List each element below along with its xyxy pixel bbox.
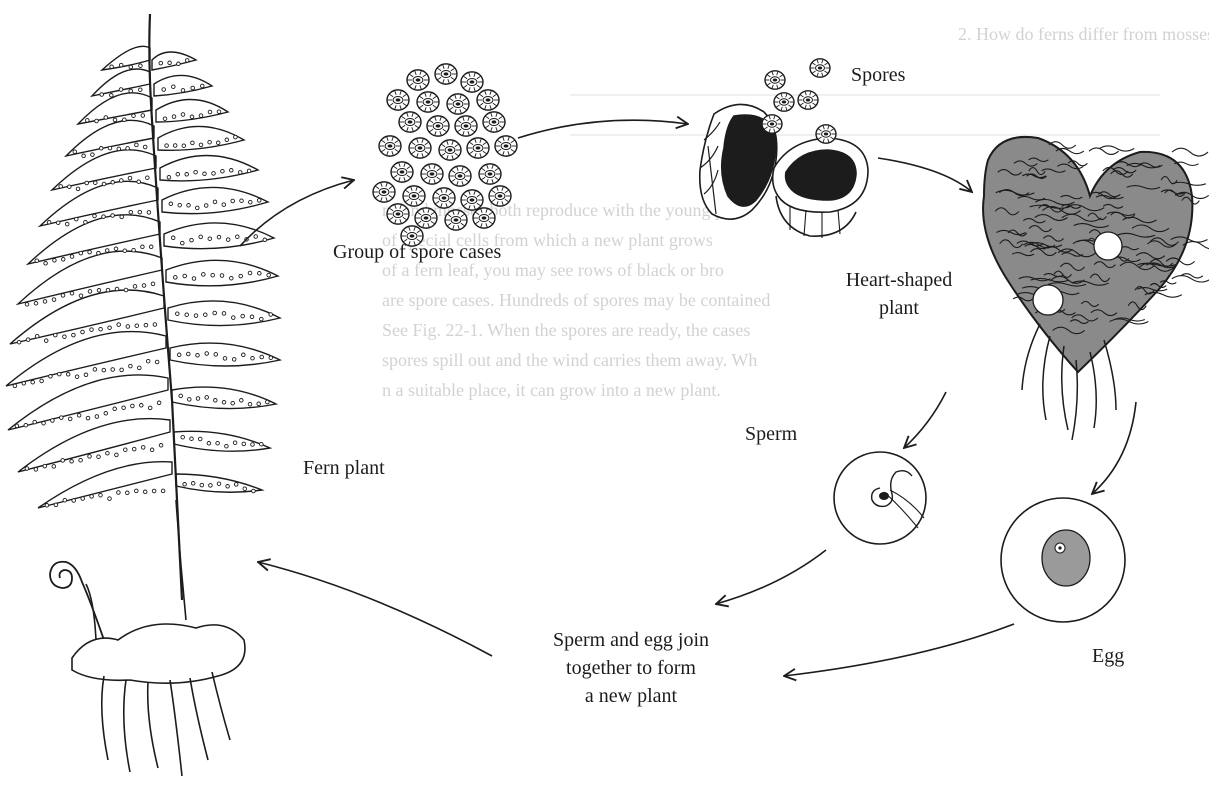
reproductive-structure-right [1094, 232, 1122, 260]
label-join-line-3: a new plant [518, 682, 744, 710]
label-group-of-spore-cases: Group of spore cases [333, 238, 501, 266]
arrow-new-plant-to-fern [258, 562, 492, 656]
egg-illustration [1001, 498, 1125, 622]
spore-icon [435, 64, 457, 84]
spore-icon [387, 204, 409, 224]
label-join-line-1: Sperm and egg join [518, 626, 744, 654]
label-join-line-2: together to form [518, 654, 744, 682]
spore-icon [810, 59, 830, 77]
spore-icon [762, 115, 782, 133]
spore-icon [373, 182, 395, 202]
roots [102, 672, 230, 776]
label-fern-plant: Fern plant [303, 454, 385, 482]
arrow-sperm-to-join [716, 550, 826, 604]
sperm-illustration [834, 452, 926, 544]
spore-icon [489, 186, 511, 206]
label-heart-shaped-plant: Heart-shaped plant [824, 266, 974, 322]
released-spores [762, 59, 836, 143]
spore-case-cluster [373, 64, 517, 246]
spore-icon [479, 164, 501, 184]
spore-icon [399, 112, 421, 132]
spore-icon [379, 136, 401, 156]
label-egg: Egg [1092, 642, 1124, 670]
spore-icon [455, 116, 477, 136]
fern-frond-left-leaflets [6, 46, 172, 508]
spore-icon [477, 90, 499, 110]
arrow-spores-to-heart-plant [878, 158, 972, 192]
reproductive-structure-left [1033, 285, 1063, 315]
arrow-heart-plant-to-sperm [904, 392, 946, 448]
spore-icon [765, 71, 785, 89]
arrow-heart-plant-to-egg [1092, 402, 1136, 494]
spore-icon [461, 72, 483, 92]
fern-stem-lower [176, 500, 186, 620]
spore-icon [495, 136, 517, 156]
spore-icon [409, 138, 431, 158]
spore-icon [447, 94, 469, 114]
fern-plant-illustration [6, 14, 280, 776]
spore-icon [798, 91, 818, 109]
label-spores: Spores [851, 61, 905, 89]
spore-icon [421, 164, 443, 184]
spore-icon [467, 138, 489, 158]
spore-icon [407, 70, 429, 90]
rhizome [72, 624, 245, 683]
spore-icon [774, 93, 794, 111]
spore-icon [433, 188, 455, 208]
spore-icon [403, 186, 425, 206]
spore-icon [816, 125, 836, 143]
spore-icon [439, 140, 461, 160]
spore-icon [417, 92, 439, 112]
spore-icon [445, 210, 467, 230]
spore-icon [387, 90, 409, 110]
spore-icon [483, 112, 505, 132]
label-sperm: Sperm [745, 420, 797, 448]
label-heart-shaped-line-1: Heart-shaped [824, 266, 974, 294]
label-heart-shaped-line-2: plant [824, 294, 974, 322]
spore-icon [391, 162, 413, 182]
bleed-through-rules [570, 95, 1160, 135]
opened-spore-case [700, 104, 868, 238]
spore-icon [461, 190, 483, 210]
arrow-egg-to-join [784, 624, 1014, 676]
spore-icon [449, 166, 471, 186]
spore-icon [427, 116, 449, 136]
spore-icon [415, 208, 437, 228]
heart-shaped-plant [983, 137, 1209, 440]
label-sperm-and-egg-join: Sperm and egg join together to form a ne… [518, 626, 744, 710]
spore-icon [473, 208, 495, 228]
